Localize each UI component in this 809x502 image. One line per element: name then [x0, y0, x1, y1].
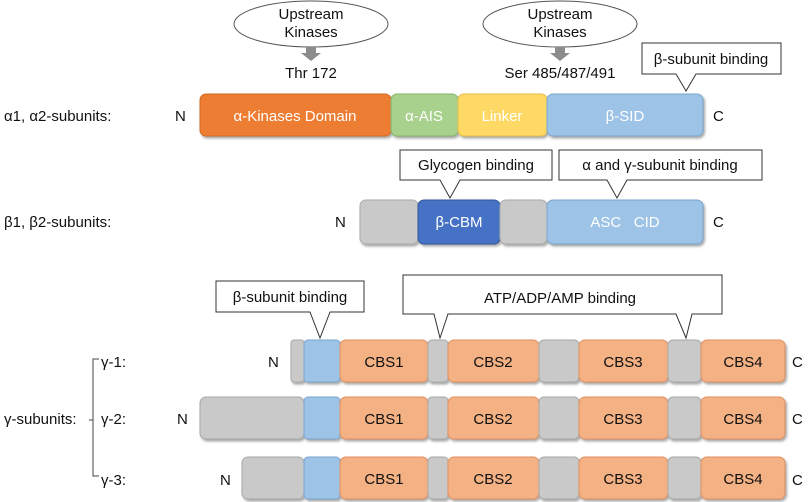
gamma2-grey-c [667, 396, 702, 440]
down-arrow-icon [550, 47, 570, 61]
glycogen-binding-callout: Glycogen binding [399, 149, 553, 200]
gamma-group-label: γ-subunits: [4, 411, 77, 428]
kinases-right-line1: Upstream [527, 6, 592, 23]
gamma2-cbs4-label: CBS4 [723, 411, 762, 428]
gamma2-label: γ-2: [101, 411, 126, 428]
gamma1-beta-binding-block [303, 339, 341, 383]
linker-label: Linker [482, 108, 523, 125]
gamma1-grey-b [538, 339, 580, 383]
gamma2-domains [199, 396, 786, 440]
kinases-left-line2: Kinases [284, 24, 337, 41]
gamma1-n-terminus: N [268, 354, 279, 371]
beta-domains [359, 199, 704, 245]
gamma3-grey-a [427, 456, 449, 500]
glycogen-callout-text: Glycogen binding [418, 157, 534, 174]
asc-cid-block [546, 199, 704, 245]
gamma3-cbs2-label: CBS2 [473, 471, 512, 488]
gamma1-cbs4-block [700, 339, 786, 383]
kinases-right-line2: Kinases [533, 24, 586, 41]
alpha-domains [199, 93, 704, 137]
kinases-left-line1: Upstream [278, 6, 343, 23]
gamma2-beta-binding-block [303, 396, 341, 440]
asc-cid-label: ASC CID [590, 214, 659, 231]
beta-grey-block-2 [499, 199, 548, 245]
gamma2-c-terminus: C [792, 411, 803, 428]
gamma1-grey-a [427, 339, 449, 383]
gamma2-n-grey [199, 396, 305, 440]
gamma3-label: γ-3: [101, 472, 126, 489]
cbm-label: β-CBM [436, 214, 483, 231]
site-ser485: Ser 485/487/491 [505, 65, 616, 82]
gamma2-cbs4-block [700, 396, 786, 440]
gamma2-grey-a [427, 396, 449, 440]
gamma3-cbs3-label: CBS3 [603, 471, 642, 488]
gamma1-grey-c [667, 339, 702, 383]
gamma1-n-grey [290, 339, 305, 383]
gamma2-cbs2-label: CBS2 [473, 411, 512, 428]
gamma1-c-terminus: C [792, 354, 803, 371]
gamma3-cbs1-label: CBS1 [364, 471, 403, 488]
gamma-group-bracket [89, 358, 99, 477]
down-arrow-icon [301, 47, 321, 61]
subunit-callout-text: α and γ-subunit binding [582, 157, 737, 174]
gamma1-cbs2-label: CBS2 [473, 354, 512, 371]
gamma3-n-terminus: N [220, 472, 231, 489]
gamma2-cbs3-label: CBS3 [603, 411, 642, 428]
gamma3-cbs4-block [700, 456, 786, 500]
gamma3-c-terminus: C [792, 472, 803, 489]
gamma2-cbs1-label: CBS1 [364, 411, 403, 428]
alpha-kinases-right: Upstream Kinases Ser 485/487/491 [482, 0, 638, 82]
ais-label: α-AIS [405, 108, 443, 125]
sid-block [546, 93, 704, 137]
kinase-domain-label: α-Kinases Domain [234, 108, 357, 125]
gamma3-domains [241, 456, 786, 500]
gamma1-cbs3-label: CBS3 [603, 354, 642, 371]
gamma-beta-callout-text: β-subunit binding [233, 289, 348, 306]
beta-row-label: β1, β2-subunits: [4, 214, 111, 231]
sid-label: β-SID [606, 108, 645, 125]
beta-grey-block-1 [359, 199, 419, 245]
alpha-kinases-left: Upstream Kinases Thr 172 [233, 0, 389, 82]
gamma3-n-grey [241, 456, 305, 500]
gamma-beta-binding-callout: β-subunit binding [215, 280, 365, 340]
gamma1-label: γ-1: [101, 354, 126, 371]
alpha-beta-binding-callout: β-subunit binding [641, 42, 782, 92]
gamma3-cbs4-label: CBS4 [723, 471, 762, 488]
alpha-row-label: α1, α2-subunits: [4, 108, 111, 125]
gamma2-grey-b [538, 396, 580, 440]
gamma1-cbs1-label: CBS1 [364, 354, 403, 371]
gamma2-n-terminus: N [177, 411, 188, 428]
alpha-callout-text: β-subunit binding [654, 51, 769, 68]
alpha-n-terminus: N [175, 108, 186, 125]
atp-binding-callout: ATP/ADP/AMP binding [402, 274, 723, 340]
gamma3-beta-binding-block [303, 456, 341, 500]
gamma3-grey-b [538, 456, 580, 500]
gamma1-domains [290, 339, 786, 383]
gamma1-cbs4-label: CBS4 [723, 354, 762, 371]
site-thr172: Thr 172 [285, 65, 337, 82]
atp-callout-text: ATP/ADP/AMP binding [484, 290, 636, 307]
alpha-c-terminus: C [713, 108, 724, 125]
beta-c-terminus: C [713, 214, 724, 231]
gamma3-grey-c [667, 456, 702, 500]
beta-n-terminus: N [335, 214, 346, 231]
alpha-gamma-binding-callout: α and γ-subunit binding [558, 149, 763, 200]
